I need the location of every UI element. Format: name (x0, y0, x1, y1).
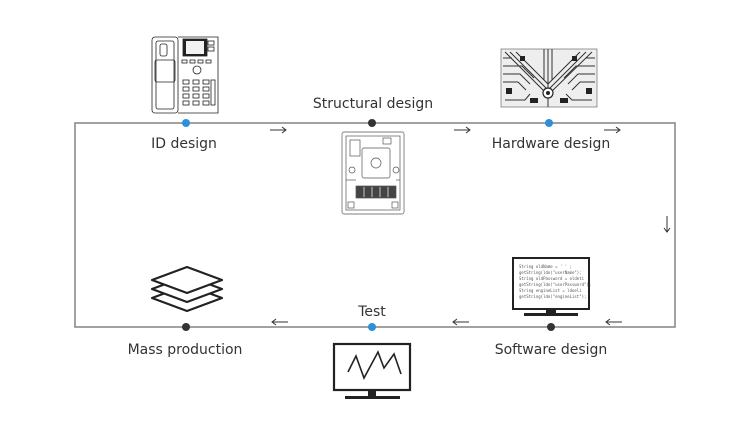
label-hardware-design: Hardware design (492, 136, 611, 152)
flow-arrow (604, 126, 621, 134)
phone-structure-icon (341, 131, 405, 215)
code-line: getString(ldo("userName"); (519, 270, 582, 275)
node-marker-mass-production (182, 323, 190, 331)
code-line: getString(ldo("userPassword"); (519, 282, 591, 287)
layers-stack-icon (150, 265, 224, 313)
label-software-design: Software design (495, 342, 608, 358)
label-id-design: ID design (151, 136, 217, 152)
flow-arrow (452, 318, 469, 326)
flow-arrow (605, 318, 622, 326)
label-structural-design: Structural design (313, 96, 433, 112)
node-marker-test (368, 323, 376, 331)
node-marker-hardware-design (545, 119, 553, 127)
node-marker-software-design (547, 323, 555, 331)
flow-arrow (663, 216, 671, 233)
desk-phone-icon (151, 36, 219, 114)
code-line: String oldPassword = oldeti (519, 276, 585, 281)
flow-arrow (270, 126, 287, 134)
node-marker-id-design (182, 119, 190, 127)
flow-arrow (271, 318, 288, 326)
code-line: getString(ldo("engineList"); (519, 294, 586, 299)
waveform-monitor-icon (332, 342, 412, 399)
code-monitor-icon (512, 257, 590, 316)
code-line: String oldName = ' ' ; (519, 264, 572, 269)
code-line: String engineList = ldoeli (519, 288, 582, 293)
circuit-board-icon (500, 48, 598, 108)
flow-arrow (454, 126, 471, 134)
label-test: Test (357, 304, 386, 320)
node-marker-structural-design (368, 119, 376, 127)
label-mass-production: Mass production (128, 342, 243, 358)
